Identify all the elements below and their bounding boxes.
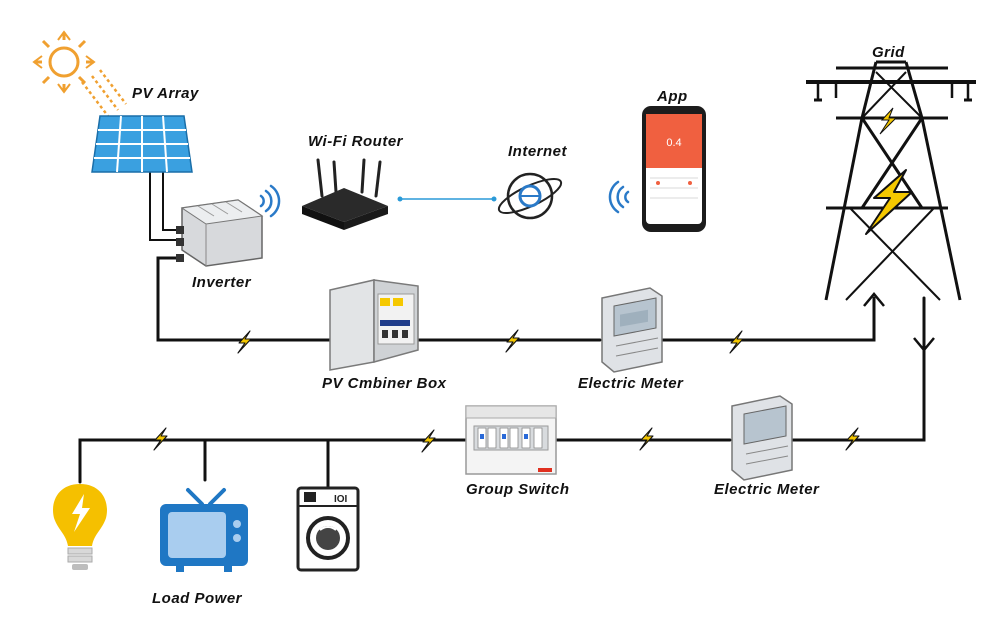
lightning-bolt-icon	[237, 330, 252, 354]
group-switch-icon	[465, 405, 557, 475]
sunlight-rays	[81, 69, 127, 117]
internet-globe-icon	[497, 172, 563, 220]
inverter-icon	[176, 199, 264, 267]
app-label: App	[656, 88, 688, 105]
upper-meter-label: Electric Meter	[578, 375, 684, 392]
grid-label: Grid	[872, 44, 905, 61]
wifi-signal-icon	[259, 184, 281, 218]
load-power-label: Load Power	[152, 590, 243, 607]
wifi-signal-icon	[608, 180, 630, 214]
inverter-label: Inverter	[192, 274, 252, 291]
washing-machine-icon: IOI	[296, 486, 360, 572]
combiner-box-icon	[329, 279, 419, 371]
lightning-bolt-icon	[729, 330, 744, 354]
app-reading: 0.4	[666, 137, 681, 149]
solar-panel-icon	[91, 115, 193, 173]
light-bulb-icon	[53, 484, 107, 570]
washer-panel-text: IOI	[334, 494, 348, 505]
arrow-up-icon	[863, 292, 885, 307]
lightning-bolt-icon	[865, 169, 913, 235]
transmission-tower-icon	[806, 60, 976, 301]
electric-meter-icon	[731, 395, 793, 481]
television-icon	[160, 488, 248, 572]
network-link	[397, 196, 497, 202]
combiner-box-label: PV Cmbiner Box	[322, 375, 447, 392]
electric-meter-icon	[601, 287, 663, 373]
lower-meter-label: Electric Meter	[714, 481, 820, 498]
router-icon	[302, 158, 388, 230]
arrow-down-icon	[913, 337, 935, 352]
smartphone-icon: 0.4	[642, 106, 706, 232]
internet-label: Internet	[508, 143, 568, 160]
sun-icon	[32, 30, 96, 94]
wiring	[78, 171, 926, 490]
group-switch-label: Group Switch	[466, 481, 570, 498]
wifi-router-label: Wi-Fi Router	[308, 133, 404, 150]
pv-array-label: PV Array	[132, 85, 199, 102]
lightning-bolt-icon	[879, 107, 898, 135]
